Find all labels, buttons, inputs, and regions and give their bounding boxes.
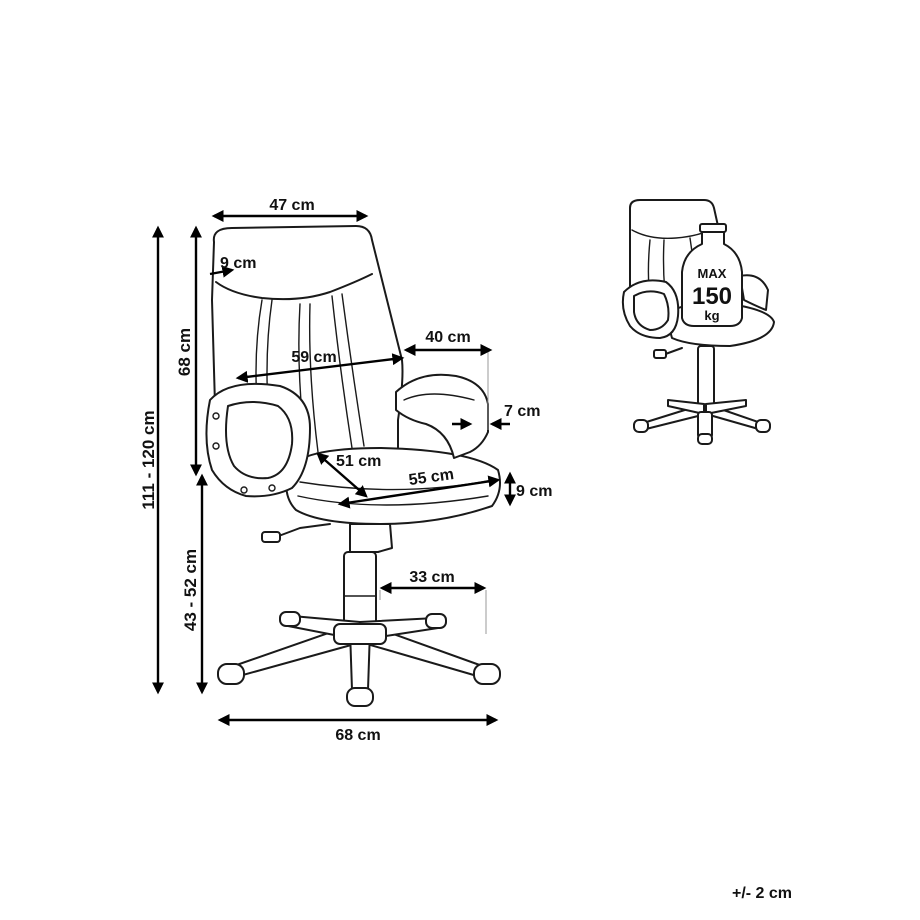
- arrow-headrest-thickness: [209, 265, 235, 278]
- dimension-arrows: [152, 210, 516, 726]
- gas-cylinder: [343, 551, 377, 631]
- label-armrest-length: 40 cm: [425, 329, 470, 346]
- max-load-prefix: MAX: [698, 266, 727, 281]
- armrest-right: [395, 373, 489, 459]
- label-backrest-height: 68 cm: [175, 328, 194, 376]
- label-total-height: 111 - 120 cm: [139, 410, 158, 509]
- label-seat-height: 43 - 52 cm: [181, 549, 200, 631]
- arrow-seat-width: [337, 475, 501, 509]
- seat-cushion: [285, 447, 501, 525]
- chair-base: [217, 611, 501, 707]
- max-load-unit: kg: [704, 308, 719, 323]
- dimension-labels: 47 cm 9 cm 59 cm 40 cm 7 cm 51 cm 55 cm …: [139, 197, 552, 744]
- weight-icon: [681, 229, 743, 327]
- label-backrest-width: 47 cm: [269, 197, 314, 214]
- label-seat-thickness: 9 cm: [516, 483, 552, 500]
- max-load-badge: MAX 150 kg: [681, 223, 743, 327]
- label-seat-depth: 51 cm: [336, 453, 381, 470]
- label-armrest-width: 7 cm: [504, 403, 540, 420]
- label-headrest-thickness: 9 cm: [220, 255, 256, 272]
- label-base-width: 68 cm: [335, 727, 380, 744]
- label-seat-width: 55 cm: [408, 466, 455, 489]
- max-load-value: 150: [692, 283, 732, 310]
- arrow-back-width: [235, 353, 405, 383]
- label-base-radius: 33 cm: [409, 569, 454, 586]
- tolerance-note: +/- 2 cm: [732, 885, 792, 902]
- label-back-width: 59 cm: [291, 349, 336, 366]
